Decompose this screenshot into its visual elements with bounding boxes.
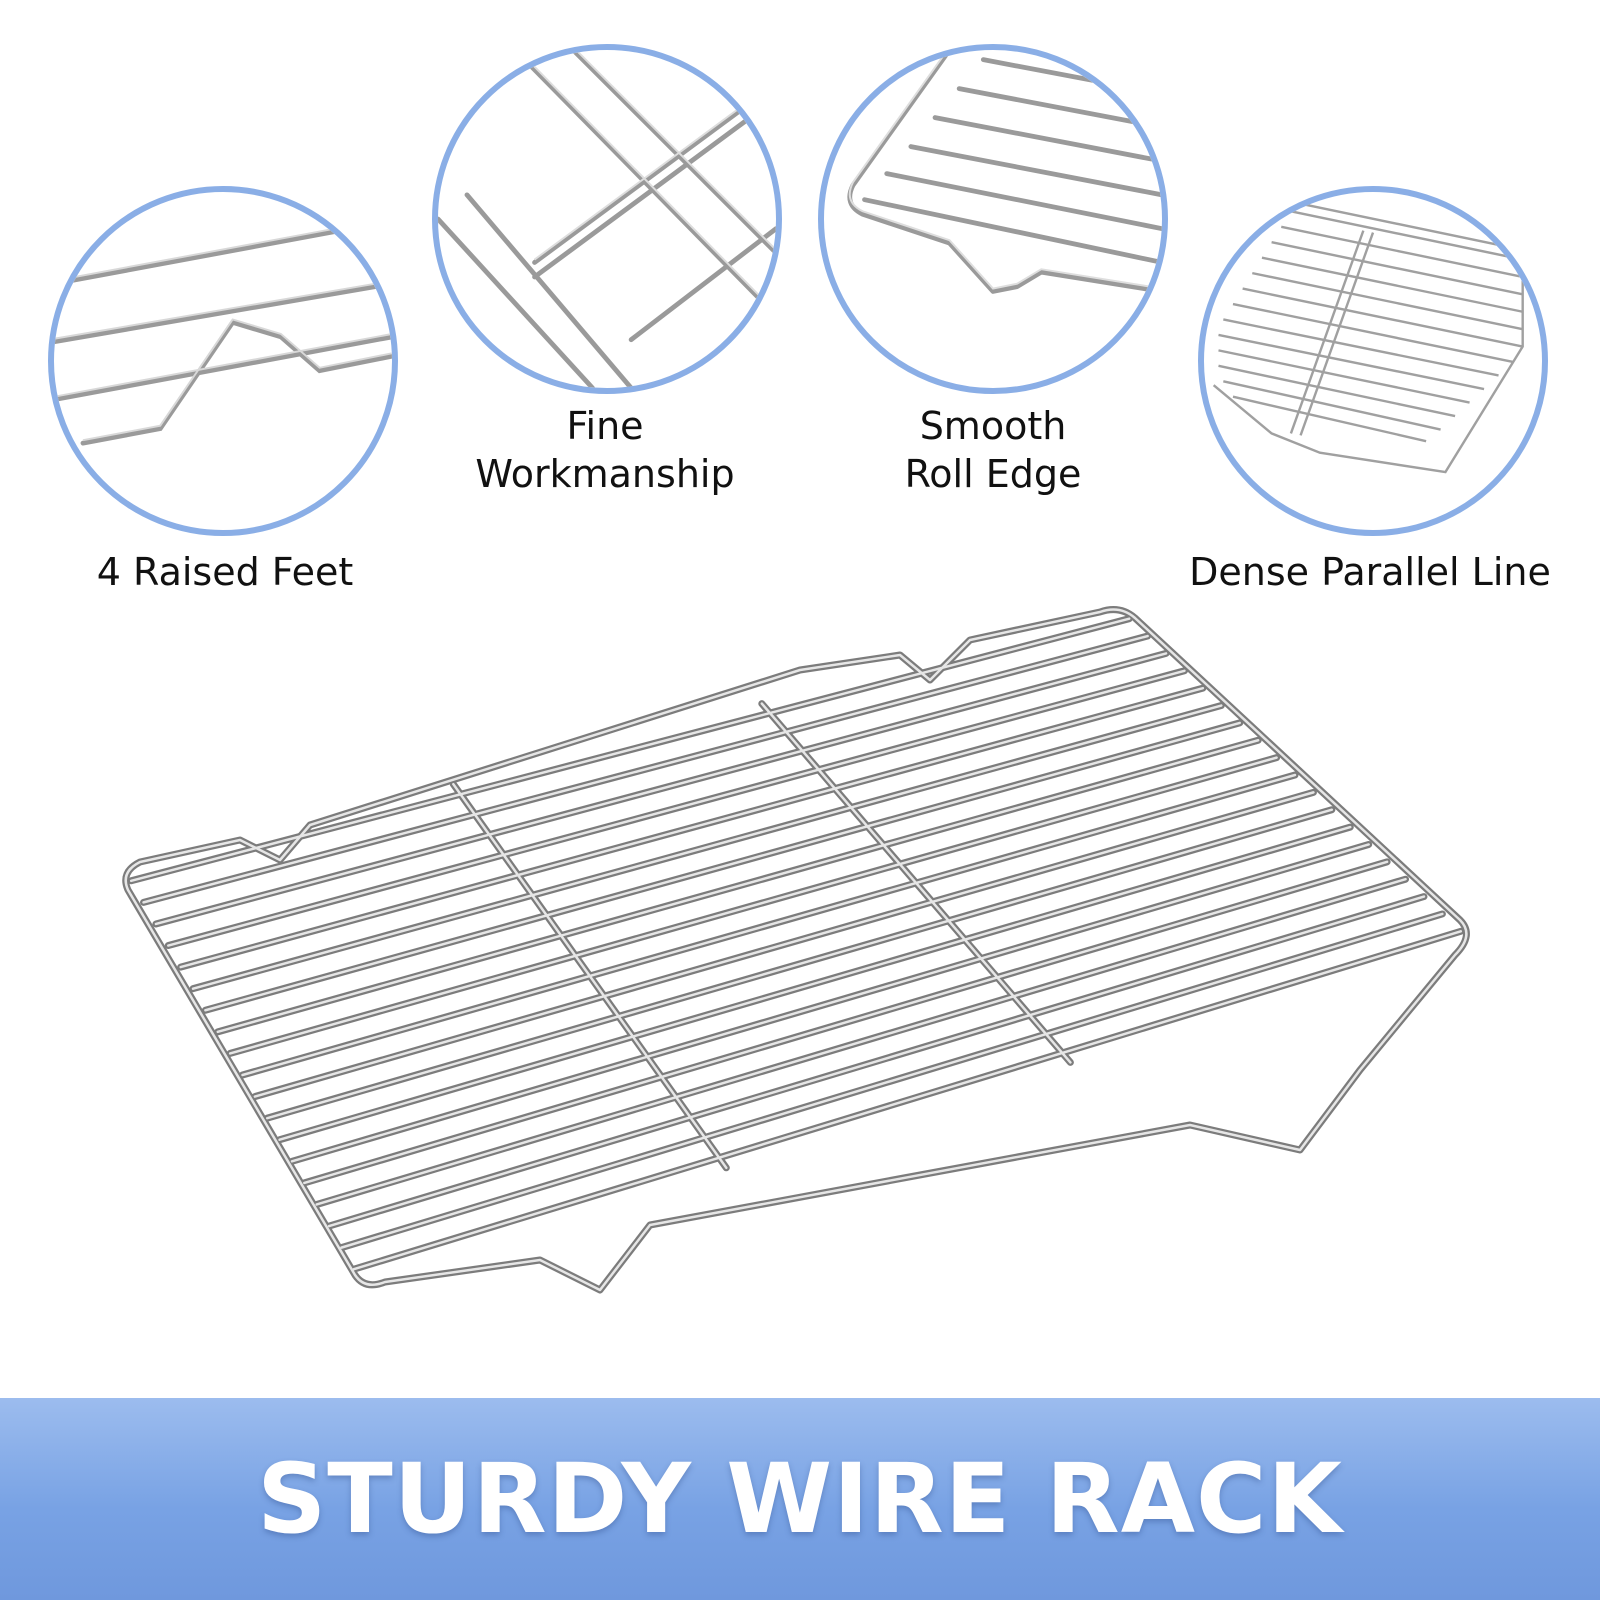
- rack-wire-highlight: [253, 791, 1315, 1098]
- rack-wire-highlight: [278, 825, 1352, 1141]
- rack-frame-highlight: [124, 608, 1468, 1292]
- wire-rack-product-image: [110, 600, 1510, 1340]
- rack-wire-highlight: [216, 739, 1260, 1034]
- rack-wire-highlight: [241, 773, 1297, 1077]
- weld-joint-icon: [438, 50, 776, 388]
- rack-wire-highlight: [265, 808, 1334, 1120]
- rack-support-rail-highlight: [452, 782, 728, 1170]
- rack-wire-highlight: [167, 669, 1186, 947]
- rack-wire-highlight: [303, 860, 1389, 1185]
- wire-rack-icon: [122, 606, 1470, 1294]
- rack-wire-highlight: [179, 686, 1205, 969]
- rack-wire-highlight: [352, 930, 1463, 1271]
- rack-wire-highlight: [290, 843, 1370, 1163]
- feature-label-parallel-lines: Dense Parallel Line: [1189, 550, 1551, 594]
- rack-wire-highlight: [228, 756, 1278, 1055]
- parallel-lines-closeup-image: [1198, 186, 1548, 536]
- feature-label-line: Workmanship: [475, 452, 735, 496]
- feature-label-line: Fine: [566, 404, 644, 448]
- rack-wire-highlight: [154, 652, 1168, 926]
- rack-wire-highlight: [340, 912, 1444, 1249]
- rack-wire-highlight: [204, 721, 1241, 1012]
- feature-label-line: Roll Edge: [904, 452, 1082, 496]
- roll-edge-icon: [847, 50, 1162, 294]
- feature-label-fine-workmanship: Fine Workmanship: [430, 402, 780, 498]
- rack-wire-highlight: [315, 877, 1407, 1206]
- rack-wire-highlight: [129, 617, 1131, 883]
- rack-wire-highlight: [191, 704, 1223, 990]
- title-banner: STURDY WIRE RACK: [0, 1398, 1600, 1600]
- roll-edge-closeup-image: [818, 44, 1168, 394]
- feature-label-roll-edge: Smooth Roll Edge: [818, 402, 1168, 498]
- fine-workmanship-closeup-image: [432, 44, 782, 394]
- banner-title: STURDY WIRE RACK: [257, 1443, 1343, 1555]
- rack-wire-highlight: [327, 895, 1426, 1228]
- feature-label-line: Smooth: [919, 404, 1067, 448]
- raised-feet-closeup-image: [48, 186, 398, 536]
- parallel-lines-icon: [1212, 200, 1524, 474]
- rack-wire-highlight: [142, 634, 1149, 904]
- raised-feet-icon: [54, 217, 392, 446]
- rack-support-rail-highlight: [760, 702, 1072, 1064]
- feature-label-raised-feet: 4 Raised Feet: [96, 550, 354, 594]
